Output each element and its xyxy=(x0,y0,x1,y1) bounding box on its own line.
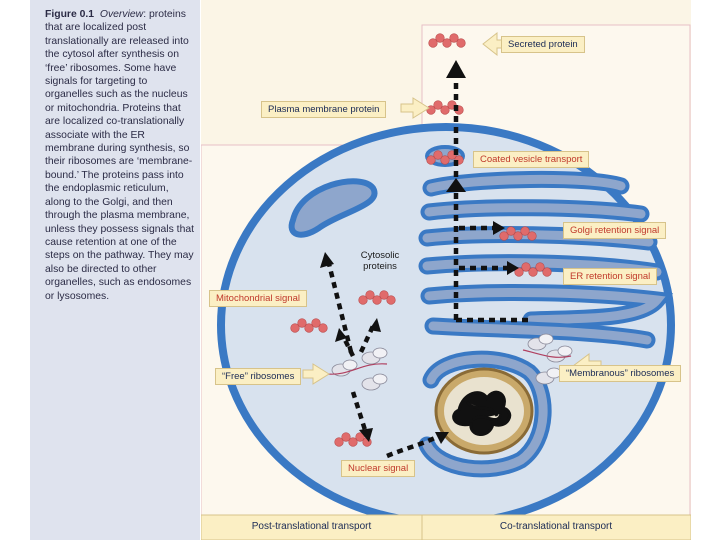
figure-caption: Figure 0.1 Overview: proteins that are l… xyxy=(45,8,195,303)
footer-co-translational: Co-translational transport xyxy=(499,521,613,532)
label-plasma-membrane-protein: Plasma membrane protein xyxy=(261,101,387,118)
label-coated-vesicle: Coated vesicle transport xyxy=(473,151,590,168)
label-free-ribosomes: “Free” ribosomes xyxy=(215,368,302,385)
nuclear-down-arrow xyxy=(350,391,368,431)
footer-post-translational: Post-translational transport xyxy=(251,521,372,532)
figure-label: Figure 0.1 xyxy=(45,9,95,20)
caption-panel xyxy=(30,0,200,540)
mitochondrion xyxy=(288,178,378,238)
caption-text: : proteins that are localized post trans… xyxy=(45,9,195,302)
mito-up-arrow xyxy=(340,334,356,358)
label-membranous-ribosomes: “Membranous” ribosomes xyxy=(559,365,682,382)
overview-label: Overview xyxy=(99,9,144,20)
label-secreted-protein: Secreted protein xyxy=(501,36,585,53)
plasma-pointer xyxy=(400,97,430,119)
label-nuclear-signal: Nuclear signal xyxy=(341,460,416,477)
cyto-up-arrow xyxy=(358,325,376,353)
diagram-stage: Secreted protein Plasma membrane protein… xyxy=(200,0,692,541)
cytosolic-arrow xyxy=(326,263,354,353)
label-mitochondrial-signal: Mitochondrial signal xyxy=(209,290,307,307)
arrowheads xyxy=(320,60,519,444)
label-er-retention: ER retention signal xyxy=(563,268,658,285)
chromatin xyxy=(452,390,512,436)
label-golgi-retention: Golgi retention signal xyxy=(563,222,667,239)
free-pointer xyxy=(302,363,330,385)
label-cytosolic-proteins: Cytosolic proteins xyxy=(360,250,400,272)
nuclear-import-arrow xyxy=(386,433,441,459)
mrna-strand xyxy=(326,349,572,375)
